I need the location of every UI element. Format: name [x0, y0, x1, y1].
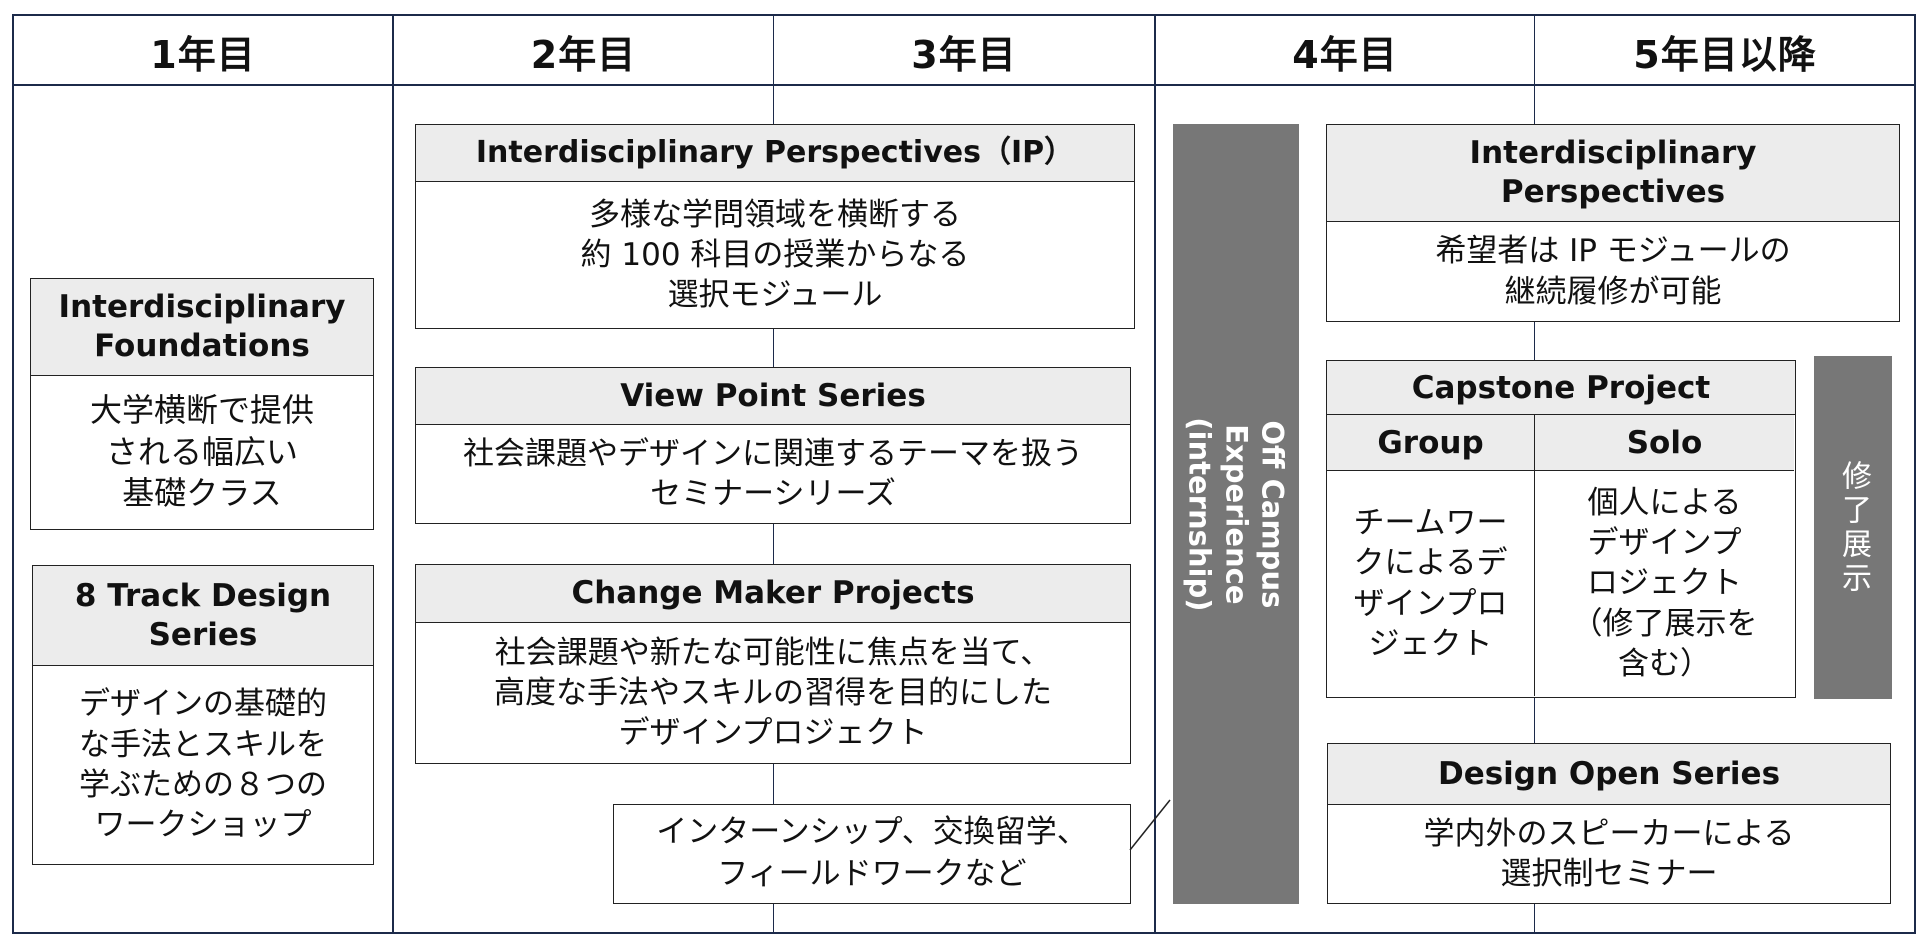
- box-body: 大学横断で提供 される幅広い 基礎クラス: [89, 391, 314, 513]
- capstone-group-title: Group: [1327, 415, 1535, 471]
- box-body: 学内外のスピーカーによる 選択制セミナー: [1423, 815, 1795, 892]
- box-body: 多様な学問領域を横断する 約 100 科目の授業からなる 選択モジュール: [580, 196, 970, 314]
- header-year-4: 4年目: [1292, 32, 1398, 77]
- track-design-series-box: 8 Track Design Series デザインの基礎的 な手法とスキルを …: [32, 565, 374, 865]
- diagram-frame: [12, 14, 1916, 934]
- capstone-solo-title: Solo: [1535, 415, 1794, 471]
- capstone-group-body: チームワー クによるデ ザインプロ ジェクト: [1327, 471, 1535, 696]
- completion-exhibition-bar: 修了展示: [1814, 356, 1892, 699]
- connector-line: [1129, 799, 1171, 851]
- box-body: 社会課題や新たな可能性に焦点を当て、 高度な手法やスキルの習得を目的にした デザ…: [494, 634, 1052, 752]
- capstone-title: Capstone Project: [1327, 361, 1795, 415]
- box-title: Interdisciplinary Foundations: [31, 279, 373, 376]
- completion-exhibition-label: 修了展示: [1836, 459, 1871, 596]
- header-year-1: 1年目: [150, 32, 256, 77]
- internship-exchange-box: インターンシップ、交換留学、 フィールドワークなど: [613, 804, 1131, 904]
- change-maker-projects-box: Change Maker Projects 社会課題や新たな可能性に焦点を当て、…: [415, 564, 1131, 764]
- box-body: 希望者は IP モジュールの 継続履修が可能: [1435, 233, 1791, 310]
- interdisciplinary-perspectives-box: Interdisciplinary Perspectives（IP） 多様な学問…: [415, 124, 1135, 329]
- box-title: Interdisciplinary Perspectives: [1327, 125, 1899, 222]
- interdisciplinary-perspectives-continued-box: Interdisciplinary Perspectives 希望者は IP モ…: [1326, 124, 1900, 322]
- box-title: Interdisciplinary Perspectives（IP）: [416, 125, 1134, 182]
- header-year-5-plus: 5年目以降: [1633, 32, 1817, 77]
- year-divider-1-2: [392, 14, 394, 934]
- box-title: View Point Series: [416, 368, 1130, 425]
- box-body: 社会課題やデザインに関連するテーマを扱う セミナーシリーズ: [463, 435, 1083, 512]
- capstone-solo-body: 個人による デザインプ ロジェクト （修了展示を 含む）: [1571, 484, 1758, 682]
- box-title: 8 Track Design Series: [33, 566, 373, 666]
- box-title: Design Open Series: [1328, 744, 1890, 805]
- design-open-series-box: Design Open Series 学内外のスピーカーによる 選択制セミナー: [1327, 743, 1891, 904]
- off-campus-label: Off Campus Experience (internship): [1182, 416, 1290, 612]
- year-divider-3-4: [1154, 14, 1156, 934]
- interdisciplinary-foundations-box: Interdisciplinary Foundations 大学横断で提供 され…: [30, 278, 374, 530]
- view-point-series-box: View Point Series 社会課題やデザインに関連するテーマを扱う セ…: [415, 367, 1131, 524]
- box-title: Change Maker Projects: [416, 565, 1130, 623]
- header-year-2: 2年目: [530, 32, 637, 77]
- box-body: デザインの基礎的 な手法とスキルを 学ぶための８つの ワークショップ: [79, 686, 327, 844]
- capstone-project-box: Capstone Project Group Solo チームワー クによるデ …: [1326, 360, 1796, 698]
- off-campus-experience-bar: Off Campus Experience (internship): [1173, 124, 1299, 904]
- header-divider: [12, 84, 1916, 86]
- header-year-3: 3年目: [911, 32, 1017, 77]
